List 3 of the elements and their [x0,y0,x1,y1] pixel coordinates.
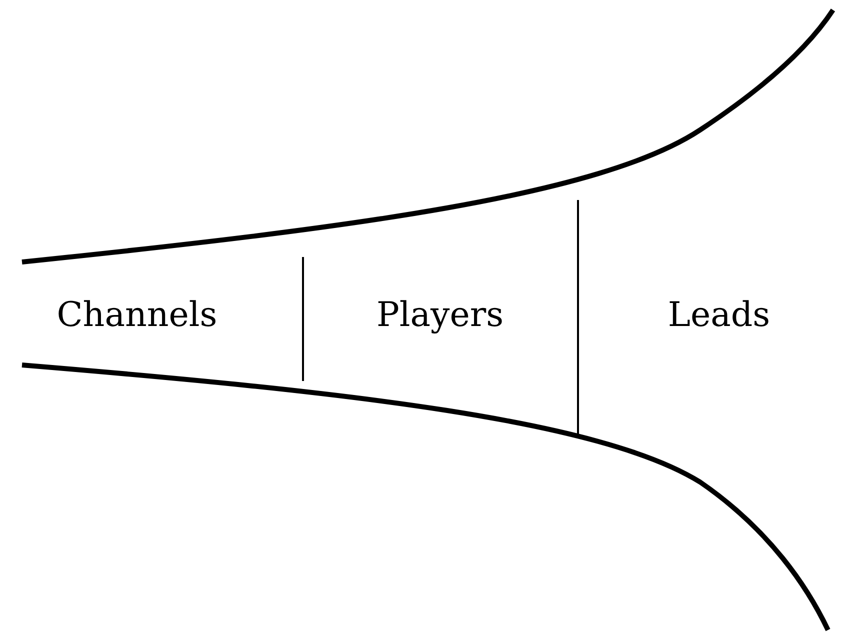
section-label: Players [376,295,504,335]
section-label: Channels [56,295,218,335]
section-label: Leads [668,295,770,335]
